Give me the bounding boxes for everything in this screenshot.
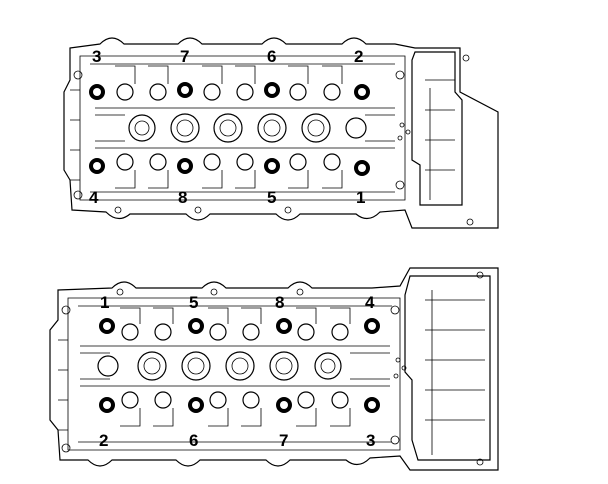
upper-label-top-4: 2 — [354, 47, 363, 66]
upper-label-top-3: 6 — [267, 47, 276, 66]
lower-label-top-3: 8 — [275, 293, 284, 312]
lower-cam-journals — [97, 351, 342, 381]
lower-head-bolts — [99, 318, 380, 413]
upper-valve-row-top — [115, 65, 343, 101]
upper-label-top-1: 3 — [92, 47, 101, 66]
lower-label-top-1: 1 — [100, 293, 109, 312]
lower-head-outline — [49, 267, 499, 471]
lower-label-bottom-4: 3 — [366, 431, 375, 450]
lower-label-bottom-1: 2 — [99, 431, 108, 450]
upper-head-bolts — [89, 82, 370, 176]
upper-label-bottom-2: 8 — [178, 188, 187, 207]
lower-label-bottom-3: 7 — [279, 431, 288, 450]
upper-label-bottom-3: 5 — [267, 188, 276, 207]
upper-valve-row-bottom — [115, 153, 343, 189]
lower-valve-row-top — [120, 307, 351, 341]
lower-cylinder-head: 1 5 8 4 2 6 7 3 — [49, 267, 499, 471]
lower-valve-row-bottom — [120, 391, 351, 427]
lower-label-top-4: 4 — [365, 293, 375, 312]
upper-cylinder-head: 3 7 6 2 4 8 5 1 — [63, 37, 499, 229]
lower-label-bottom-2: 6 — [189, 431, 198, 450]
upper-label-top-2: 7 — [180, 47, 189, 66]
upper-cam-journals — [128, 113, 367, 143]
upper-head-outline — [63, 37, 499, 229]
upper-label-bottom-4: 1 — [356, 188, 365, 207]
upper-label-bottom-1: 4 — [89, 188, 99, 207]
lower-label-top-2: 5 — [189, 293, 198, 312]
